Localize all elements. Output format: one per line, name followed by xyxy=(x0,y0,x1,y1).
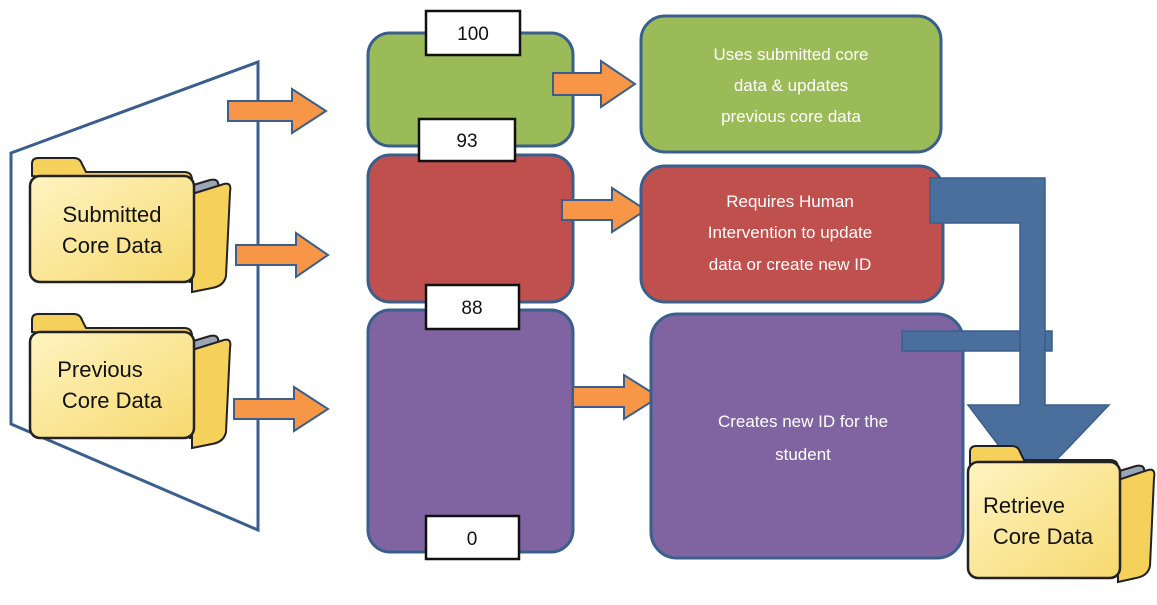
outcome-create-new-id: Creates new ID for the student xyxy=(649,312,965,560)
outcome-update-line1: Uses submitted core xyxy=(714,45,869,64)
new-ids-label: New IDs xyxy=(1061,194,1086,277)
threshold-0: 0 xyxy=(424,514,521,561)
previous-core-data-folder: Previous Core Data xyxy=(28,313,232,450)
threshold-100: 100 xyxy=(424,9,522,57)
threshold-0-label: 0 xyxy=(467,529,478,550)
threshold-88: 88 xyxy=(424,283,521,331)
retrieve-core-data-folder: Retrieve Core Data xyxy=(966,445,1156,584)
outcome-human-intervention: Requires Human Intervention to update da… xyxy=(639,164,945,304)
outcome-create-line2: student xyxy=(775,445,831,464)
outcome-update-line3: previous core data xyxy=(721,107,861,126)
outcome-update-existing: Uses submitted core data & updates previ… xyxy=(639,14,943,154)
outcome-arrow-medium xyxy=(561,186,648,234)
input-arrow-top xyxy=(227,87,328,135)
retrieve-label-line1: Retrieve xyxy=(983,493,1065,518)
outcome-arrow-high xyxy=(552,59,637,109)
threshold-100-label: 100 xyxy=(457,24,489,45)
outcome-human-line2: Intervention to update xyxy=(708,223,872,242)
input-arrow-middle xyxy=(235,231,330,279)
threshold-93: 93 xyxy=(417,117,517,163)
submitted-core-data-folder: Submitted Core Data xyxy=(28,157,232,294)
outcome-human-line1: Requires Human xyxy=(726,192,854,211)
input-arrow-bottom xyxy=(233,385,330,433)
new-ids-arrow: New IDs xyxy=(901,177,1111,489)
submitted-label-line1: Submitted xyxy=(62,202,161,227)
threshold-93-label: 93 xyxy=(456,131,477,152)
retrieve-label-line2: Core Data xyxy=(993,524,1094,549)
threshold-88-label: 88 xyxy=(461,298,482,319)
outcome-human-line3: data or create new ID xyxy=(709,255,872,274)
outcome-create-line1: Creates new ID for the xyxy=(718,412,888,431)
outcome-update-line2: data & updates xyxy=(734,76,848,95)
score-band-medium xyxy=(366,153,575,304)
previous-label-line2: Core Data xyxy=(62,388,163,413)
input-funnel xyxy=(9,59,260,533)
previous-label-line1: Previous xyxy=(57,357,143,382)
submitted-label-line2: Core Data xyxy=(62,233,163,258)
outcome-arrow-low xyxy=(572,373,661,421)
